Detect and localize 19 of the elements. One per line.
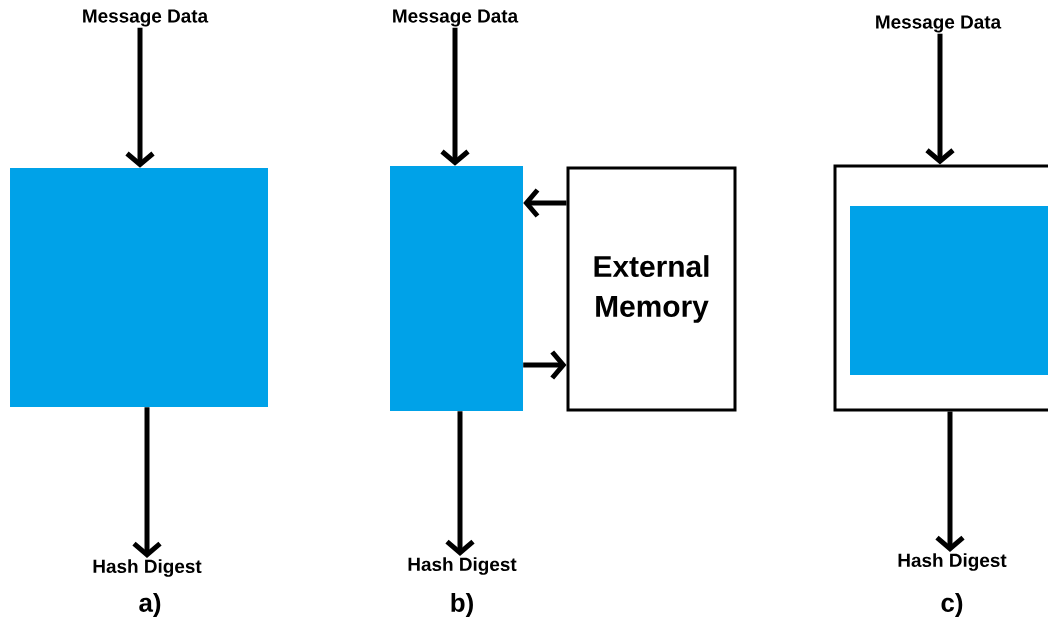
caption-text: Hash Digest xyxy=(898,553,1007,571)
process-box xyxy=(10,168,268,407)
arrow xyxy=(935,411,965,552)
arrow xyxy=(132,407,162,558)
arrow xyxy=(440,27,470,166)
arrow xyxy=(125,27,155,168)
caption-text: Hash Digest xyxy=(408,557,517,575)
process-box xyxy=(850,206,1048,375)
arrow xyxy=(445,411,475,556)
caption-text: Message Data xyxy=(393,9,519,27)
memory-box: External Memory xyxy=(566,166,737,412)
panel-label: a) xyxy=(139,592,161,618)
caption-text: Message Data xyxy=(83,9,209,27)
arrow xyxy=(925,33,955,165)
caption-text: Message Data xyxy=(876,15,1002,33)
panel-label: c) xyxy=(941,592,963,618)
panel-label: b) xyxy=(451,592,473,618)
process-box xyxy=(390,166,523,411)
caption-text: Hash Digest xyxy=(93,559,202,577)
